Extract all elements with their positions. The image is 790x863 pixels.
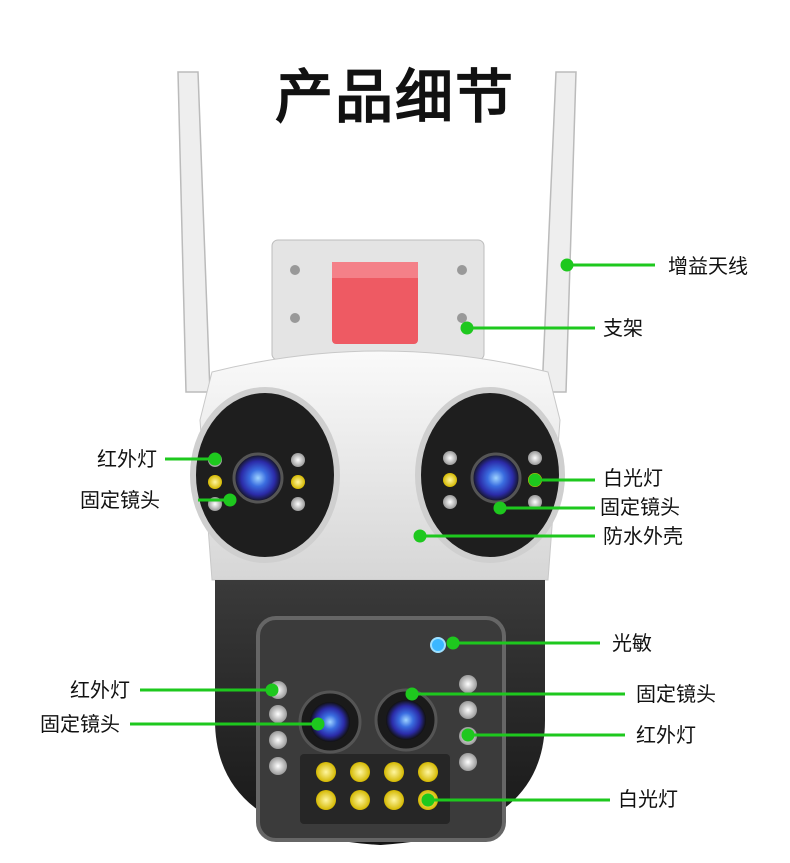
callout-lines — [130, 258, 655, 807]
bottom-lens-right — [374, 688, 438, 752]
label-white-light-right: 白光灯 — [603, 466, 663, 490]
label-ir-light-bottom-right: 红外灯 — [636, 723, 696, 747]
label-fixed-lens-bottom-left: 固定镜头 — [40, 712, 120, 736]
label-light-sensor: 光敏 — [612, 631, 652, 655]
light-sensor — [430, 637, 446, 653]
label-fixed-lens-left: 固定镜头 — [80, 488, 160, 512]
left-lens-module — [190, 387, 340, 563]
label-fixed-lens-bottom-right: 固定镜头 — [636, 682, 716, 706]
page-title: 产品细节 — [274, 63, 515, 131]
label-waterproof-shell: 防水外壳 — [603, 524, 683, 548]
label-bracket: 支架 — [603, 316, 643, 340]
label-antenna: 增益天线 — [668, 254, 748, 278]
bottom-white-led-grid — [316, 762, 438, 810]
antenna-left — [177, 71, 211, 393]
bottom-lens-left — [298, 690, 362, 754]
label-fixed-lens-right: 固定镜头 — [600, 495, 680, 519]
label-white-light-bottom: 白光灯 — [618, 787, 678, 811]
label-ir-light-left: 红外灯 — [97, 447, 157, 471]
right-lens-module — [415, 387, 565, 563]
bracket — [271, 239, 485, 361]
bottom-ir-leds-right — [459, 675, 477, 771]
label-ir-light-bottom-left: 红外灯 — [70, 678, 130, 702]
antenna-right — [541, 71, 577, 393]
